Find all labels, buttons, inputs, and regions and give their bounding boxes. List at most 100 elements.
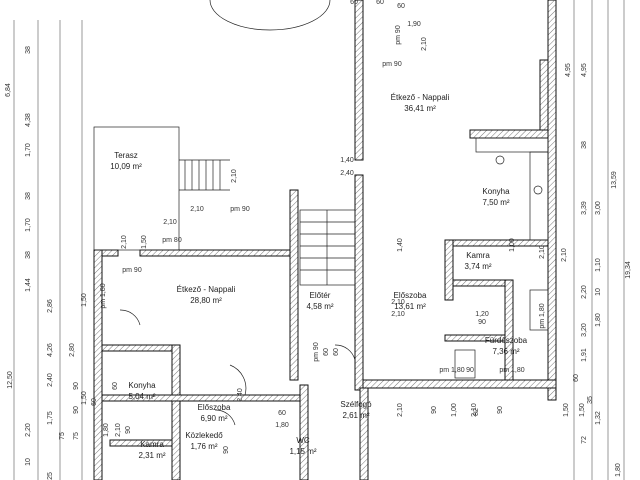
room-area: 13,61 m² [394, 302, 426, 311]
dimension-label: 35 [587, 396, 594, 404]
room-name: Étkező - Nappali [177, 285, 236, 294]
dimension-label: 1,00 [451, 403, 458, 417]
room-name: Kamra [140, 440, 164, 449]
dimension-label: 3,39 [581, 201, 588, 215]
terrace-arc [209, 0, 331, 31]
room-area: 5,04 m² [128, 392, 155, 401]
room-area: 1,76 m² [190, 442, 217, 451]
room-area: 4,58 m² [306, 302, 333, 311]
dimension-label: 2,40 [237, 388, 244, 402]
dimension-label: 38 [25, 46, 32, 54]
room-area: 10,09 m² [110, 162, 142, 171]
dimension-label: 1,80 [615, 463, 622, 477]
dimension-label: 72 [581, 436, 588, 444]
room-area: 28,80 m² [190, 296, 222, 305]
dimension-label: 1,50 [141, 235, 148, 249]
dimension-label: 60 [376, 0, 384, 6]
dimension-label: 2,86 [47, 299, 54, 313]
dimension-label: 10 [25, 458, 32, 466]
left-dimension-chain [13, 20, 83, 480]
dimension-label: 60 [323, 348, 330, 356]
room-name: Előszoba [198, 403, 231, 412]
dimension-label: 2,10 [231, 169, 238, 183]
dimension-label: 90 [466, 367, 474, 374]
dimension-label: 2,10 [163, 219, 177, 226]
dimension-label: pm 90 [122, 267, 142, 274]
dimension-label: 2,10 [115, 423, 122, 437]
room-area: 3,74 m² [464, 262, 491, 271]
dimension-label: 60 [278, 410, 286, 417]
dimension-label: 2,40 [47, 373, 54, 387]
room-name: WC [296, 436, 310, 445]
room-area: 36,41 m² [404, 104, 436, 113]
bathroom-fixtures [454, 289, 549, 379]
dimension-label: 1,20 [475, 311, 489, 318]
dimension-label: 60 [573, 374, 580, 382]
dimension-label: 12,50 [7, 371, 14, 389]
dimension-label: 90 [497, 406, 504, 414]
dimension-label: pm 1,80 [439, 367, 464, 374]
dimension-label: 2,10 [539, 245, 546, 259]
dimension-label: 1,50 [81, 293, 88, 307]
dimension-label: 1,80 [595, 313, 602, 327]
dimension-label: 1,75 [47, 411, 54, 425]
room-name: Előtér [310, 291, 331, 300]
terrace-outline [93, 126, 180, 251]
dimension-label: 38 [25, 192, 32, 200]
dimension-label: 3,00 [595, 201, 602, 215]
dimension-label: 2,20 [25, 423, 32, 437]
dimension-label: 1,80 [103, 423, 110, 437]
dimension-label: 3,20 [581, 323, 588, 337]
dimension-label: 90 [431, 406, 438, 414]
dimension-label: 1,44 [25, 278, 32, 292]
dimension-label: 4,95 [565, 63, 572, 77]
dimension-label: 1,50 [579, 403, 586, 417]
dimension-label: 1,10 [595, 258, 602, 272]
dimension-label: 2,20 [581, 285, 588, 299]
dimension-label: pm 90 [395, 25, 402, 45]
dimension-label: 1,50 [81, 391, 88, 405]
right-dimension-chain [573, 0, 625, 480]
room-name: Szélfogó [340, 400, 372, 409]
dimension-label: 90 [73, 382, 80, 390]
room-area: 7,36 m² [492, 347, 519, 356]
dimension-label: 90 [223, 446, 230, 454]
dimension-label: pm 90 [313, 342, 320, 362]
dimension-label: 38 [581, 141, 588, 149]
dimension-label: 1,40 [340, 157, 354, 164]
dimension-label: 1,80 [275, 422, 289, 429]
dimension-label: 1,70 [25, 143, 32, 157]
dimension-label: 4,38 [25, 113, 32, 127]
room-area: 7,50 m² [482, 198, 509, 207]
staircase [299, 209, 356, 286]
dimension-label: 60 [91, 398, 98, 406]
dimension-label: 1,32 [595, 411, 602, 425]
dimension-label: 19,34 [625, 261, 632, 279]
dimension-label: 4,95 [581, 63, 588, 77]
dimension-label: 2,10 [190, 206, 204, 213]
dimension-label: 1,40 [397, 238, 404, 252]
dimension-label: 38 [25, 251, 32, 259]
dimension-label: 60 [350, 0, 358, 6]
room-area: 1,15 m² [289, 447, 316, 456]
dimension-label: 25 [47, 472, 54, 480]
dimension-label: 60 [397, 3, 405, 10]
dimension-label: 2,10 [391, 311, 405, 318]
dimension-label: 1,91 [581, 348, 588, 362]
room-area: 6,90 m² [200, 414, 227, 423]
dimension-label: 1,00 [509, 238, 516, 252]
dimension-label: pm 1,80 [539, 303, 546, 328]
dimension-label: 90 [125, 426, 132, 434]
dimension-label: 1,50 [563, 403, 570, 417]
dimension-label: 75 [73, 432, 80, 440]
room-area: 2,61 m² [342, 411, 369, 420]
dimension-label: 2,10 [471, 403, 478, 417]
door-swings [119, 309, 356, 426]
dimension-label: 75 [59, 432, 66, 440]
dimension-label: 60 [112, 382, 119, 390]
room-name: Terasz [114, 151, 138, 160]
dimension-label: 2,80 [69, 343, 76, 357]
